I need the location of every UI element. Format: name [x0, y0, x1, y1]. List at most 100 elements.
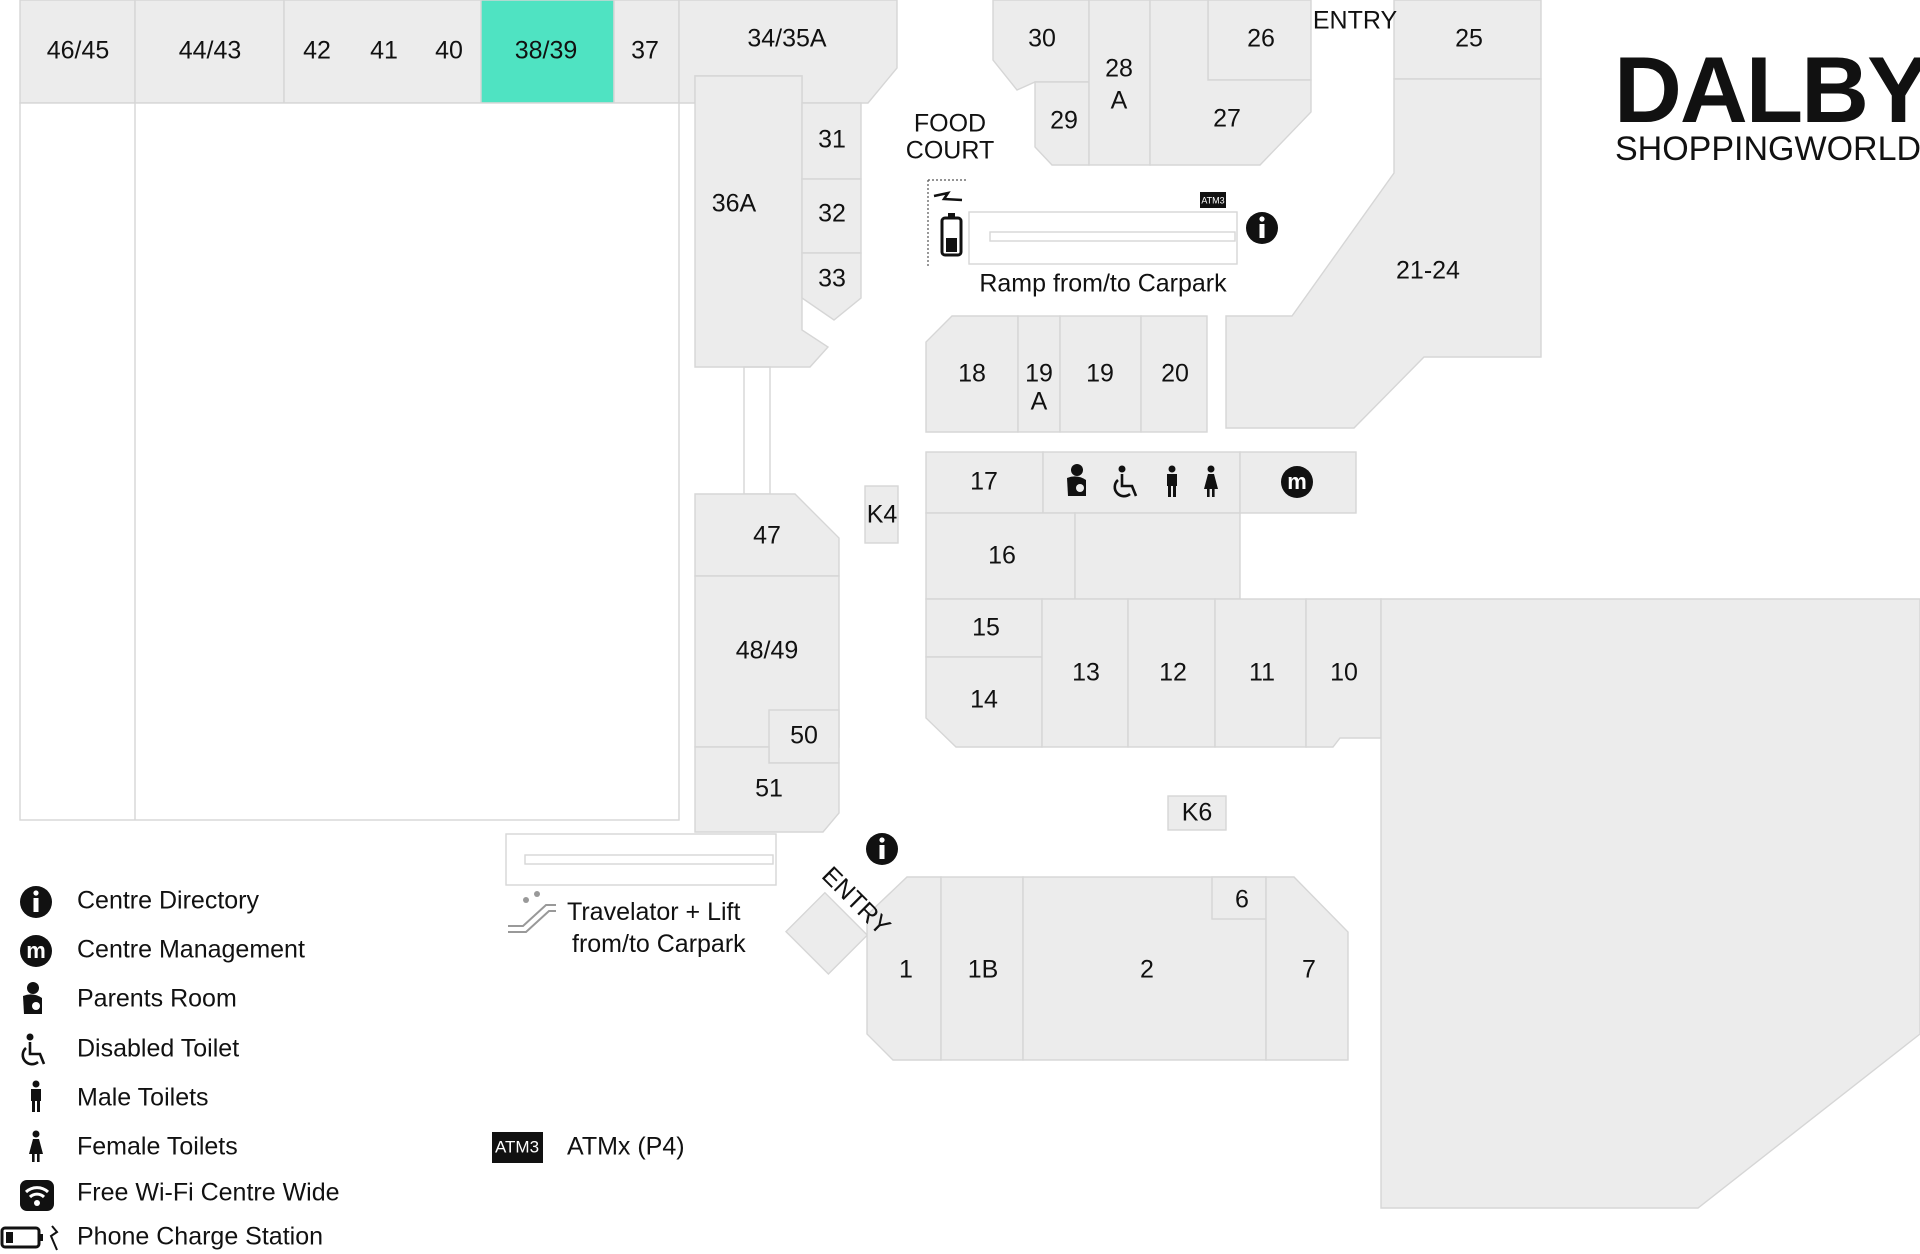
label-48-49: 48/49 — [736, 637, 799, 665]
label-19a-suffix: A — [1031, 388, 1048, 416]
shop-36a[interactable] — [694, 75, 830, 368]
shop-labels: 46/45 44/43 42 41 40 38/39 37 34/35A 30 … — [47, 25, 1483, 984]
shop-block-18-20 — [925, 315, 1208, 433]
shop-44-43[interactable] — [134, 0, 285, 104]
legend-disabled-toilet-icon — [21, 1033, 46, 1066]
travelator-belt — [524, 854, 774, 865]
shop-42-41-40[interactable] — [283, 0, 482, 104]
shop-27[interactable] — [1149, 0, 1312, 166]
label-12: 12 — [1159, 659, 1187, 687]
label-26: 26 — [1247, 25, 1275, 53]
shop-16[interactable] — [925, 512, 1076, 600]
label-15: 15 — [972, 614, 1000, 642]
shop-12[interactable] — [1127, 598, 1216, 748]
label-40: 40 — [435, 37, 463, 65]
label-32: 32 — [818, 200, 846, 228]
shop-20[interactable] — [1140, 315, 1208, 433]
shop-51[interactable] — [694, 746, 840, 833]
info-icon[interactable] — [1246, 212, 1278, 244]
label-11: 11 — [1249, 659, 1275, 687]
info-icon[interactable] — [866, 833, 898, 865]
entry-top-label: ENTRY — [1313, 7, 1398, 35]
legend-label-male: Male Toilets — [77, 1084, 209, 1112]
shop-16-rear[interactable] — [1074, 512, 1241, 600]
shop-19a[interactable] — [1017, 315, 1061, 433]
shop-row-top-left — [19, 0, 898, 104]
shop-32[interactable] — [801, 178, 862, 254]
kiosk-k6[interactable] — [1167, 795, 1227, 831]
shop-block-36a — [694, 75, 862, 368]
label-31: 31 — [818, 126, 846, 154]
label-27: 27 — [1213, 105, 1241, 133]
label-6: 6 — [1235, 886, 1249, 914]
shop-47[interactable] — [694, 493, 840, 577]
legend-female-toilet-icon — [29, 1130, 43, 1162]
brand-subtitle: SHOPPINGWORLD — [1615, 130, 1920, 168]
shop-7[interactable] — [1265, 876, 1349, 1061]
anchor-store-left[interactable] — [19, 102, 680, 821]
label-10: 10 — [1330, 659, 1358, 687]
brand-name: DALBY — [1614, 37, 1920, 142]
travelator-icon — [508, 891, 556, 933]
shop-25[interactable] — [1393, 0, 1542, 80]
label-47: 47 — [753, 522, 781, 550]
legend-label-parents: Parents Room — [77, 985, 237, 1013]
label-18: 18 — [958, 360, 986, 388]
atm-icon: ATM3 — [1200, 192, 1226, 208]
shop-1b[interactable] — [940, 876, 1024, 1061]
shop-29[interactable] — [1034, 81, 1090, 166]
shop-50[interactable] — [768, 709, 840, 764]
shop-block-1-7 — [866, 876, 1349, 1061]
legend-parents-room-icon — [23, 982, 42, 1014]
shop-block-47-51 — [694, 493, 840, 833]
shop-14[interactable] — [925, 656, 1043, 748]
legend-info-icon — [20, 886, 52, 918]
label-1b: 1B — [968, 956, 999, 984]
label-37: 37 — [631, 37, 659, 65]
shop-18[interactable] — [925, 315, 1019, 433]
atm-badge-text: ATM3 — [1201, 195, 1224, 205]
label-33: 33 — [818, 265, 846, 293]
label-k6: K6 — [1182, 799, 1213, 827]
shop-15[interactable] — [925, 598, 1043, 658]
legend-atm-icon: ATM3 — [492, 1132, 543, 1163]
food-court-label-1: FOOD — [914, 110, 986, 138]
ramp-label: Ramp from/to Carpark — [979, 270, 1227, 298]
shop-13[interactable] — [1041, 598, 1129, 748]
legend-label-atm: ATMx (P4) — [567, 1133, 685, 1161]
shop-19[interactable] — [1059, 315, 1142, 433]
management-icon[interactable]: m — [1281, 466, 1313, 498]
label-19a-num: 19 — [1025, 360, 1053, 388]
label-36a: 36A — [712, 190, 757, 218]
female-toilet-icon — [1204, 465, 1218, 497]
label-2: 2 — [1140, 956, 1154, 984]
svg-text:m: m — [26, 938, 46, 963]
label-14: 14 — [970, 686, 998, 714]
legend-label-wifi: Free Wi-Fi Centre Wide — [77, 1179, 340, 1207]
label-46-45: 46/45 — [47, 37, 110, 65]
shop-33[interactable] — [801, 252, 862, 321]
shop-21-24[interactable] — [1225, 78, 1542, 429]
shop-38-39[interactable] — [480, 0, 615, 104]
label-44-43: 44/43 — [179, 37, 242, 65]
shop-46-45[interactable] — [19, 0, 136, 104]
disabled-toilet-icon — [1113, 465, 1138, 498]
food-court-label-2: COURT — [906, 137, 994, 165]
label-50: 50 — [790, 722, 818, 750]
label-28a-suffix: A — [1111, 87, 1128, 115]
anchor-store-right[interactable] — [1380, 598, 1920, 1209]
legend-label-phone-charge: Phone Charge Station — [77, 1223, 323, 1251]
kiosk-k4[interactable] — [864, 485, 899, 544]
label-38-39: 38/39 — [515, 37, 578, 65]
svg-text:m: m — [1287, 469, 1307, 494]
legend-label-disabled: Disabled Toilet — [77, 1035, 239, 1063]
shop-17[interactable] — [925, 451, 1044, 514]
shop-6[interactable] — [1211, 876, 1267, 920]
shop-28a[interactable] — [1088, 0, 1151, 166]
legend-phone-charge-icon — [0, 1225, 59, 1251]
legend-wifi-icon — [20, 1180, 54, 1211]
label-17: 17 — [970, 468, 998, 496]
travelator-label-2: from/to Carpark — [572, 930, 746, 958]
shop-37[interactable] — [613, 0, 680, 104]
